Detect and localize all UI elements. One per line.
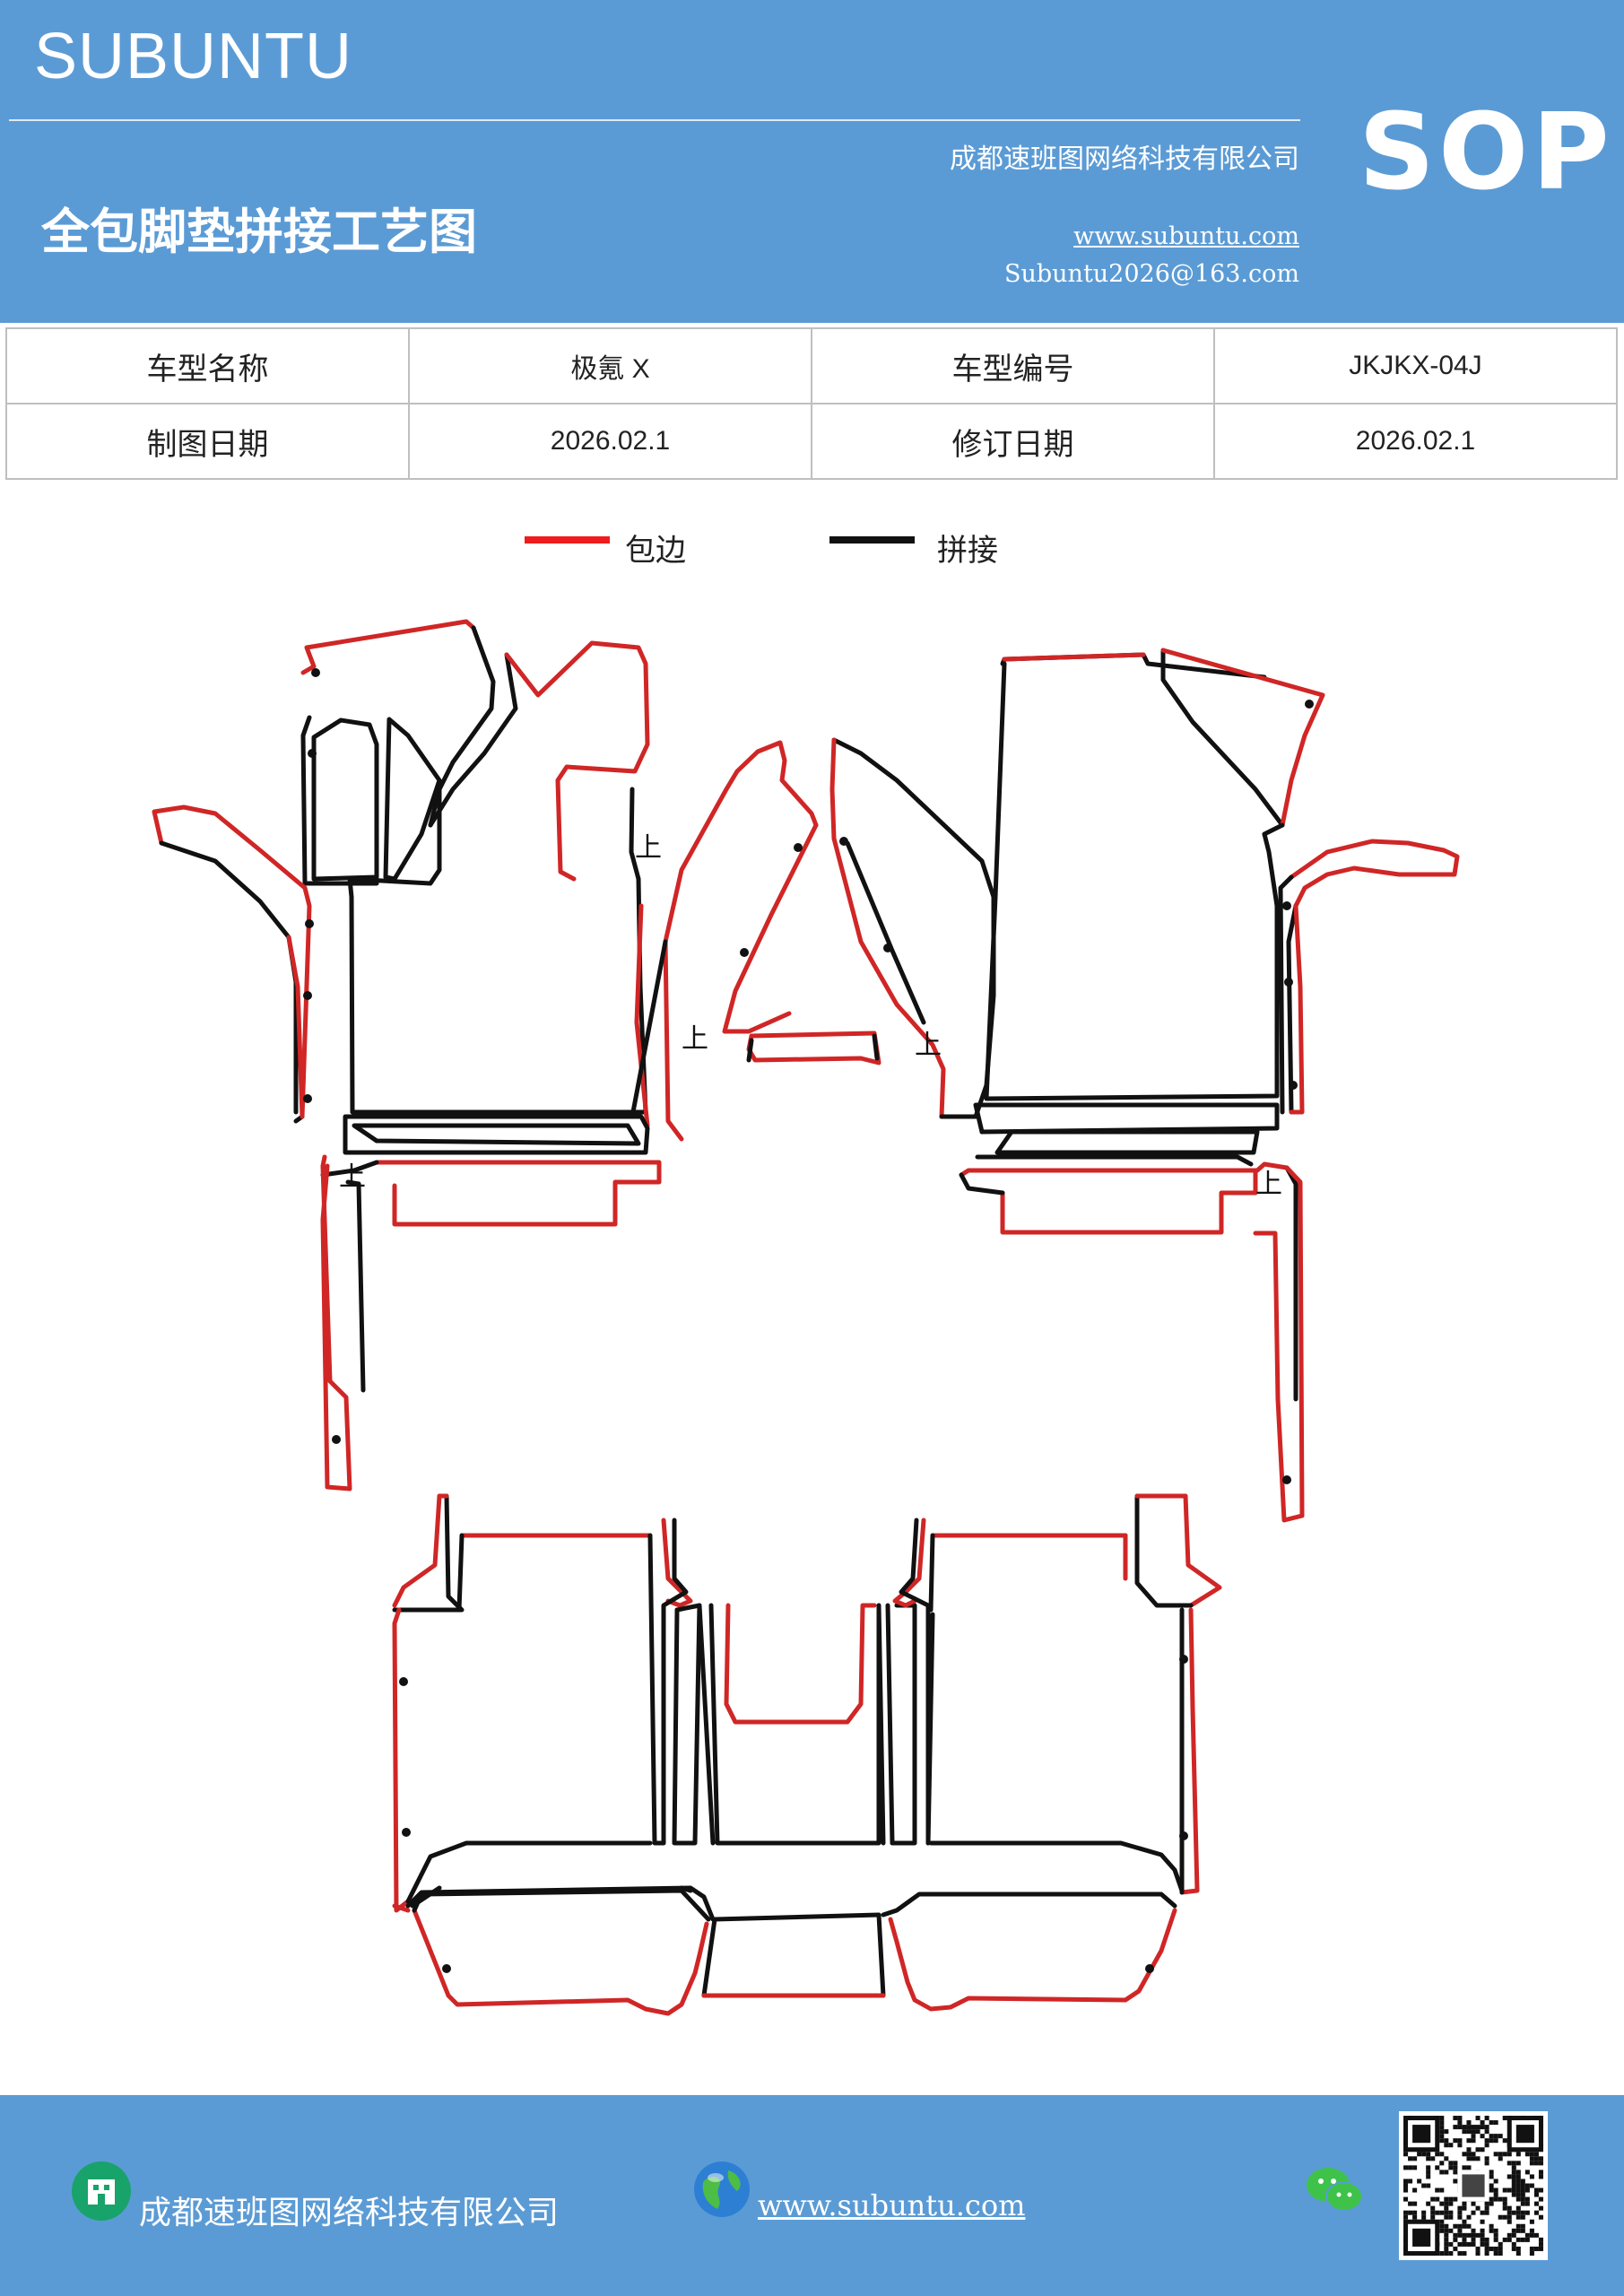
fastener-dot xyxy=(303,1094,312,1103)
fastener-dot xyxy=(1282,1475,1291,1484)
fastener-dot xyxy=(1145,1964,1154,1973)
fastener-dot xyxy=(311,668,320,677)
table-row: 车型名称 极氪 X 车型编号 JKJKX-04J xyxy=(5,327,1618,404)
up-mark: 上 xyxy=(915,1030,942,1061)
website-link[interactable]: www.subuntu.com xyxy=(1073,222,1299,250)
building-icon xyxy=(72,2161,131,2221)
up-mark: 上 xyxy=(1255,1169,1282,1200)
legend-label: 拼接 xyxy=(937,533,998,569)
fastener-dot xyxy=(402,1828,411,1837)
fastener-dot xyxy=(1179,1655,1188,1664)
qr-code-image xyxy=(1399,2111,1548,2260)
legend-swatch-seam xyxy=(829,536,915,544)
table-label: 车型名称 xyxy=(5,327,410,404)
header-divider xyxy=(9,119,1300,121)
floor-mat-diagram: 上 上 上 上 上 xyxy=(152,619,1460,2016)
fastener-dot xyxy=(1305,700,1314,709)
up-mark: 上 xyxy=(682,1023,708,1055)
up-mark: 上 xyxy=(339,1161,366,1193)
fastener-dot xyxy=(1179,1831,1188,1840)
fastener-dot xyxy=(883,944,892,952)
email-address: Subuntu2026@163.com xyxy=(1004,260,1299,288)
fastener-dot xyxy=(1289,1081,1298,1090)
table-label: 制图日期 xyxy=(5,403,410,480)
orientation-marks: 上 上 上 上 上 xyxy=(339,832,1282,1200)
fastener-dot xyxy=(308,749,317,758)
front-right-mat xyxy=(829,648,1460,1523)
header-banner: SUBUNTU SOP 全包脚垫拼接工艺图 成都速班图网络科技有限公司 www.… xyxy=(0,0,1624,323)
sop-badge: SOP xyxy=(1359,90,1613,213)
fastener-dot xyxy=(305,919,314,928)
fastener-dot xyxy=(839,837,848,846)
rear-mat xyxy=(392,1493,1222,2016)
fastener-dot xyxy=(740,948,749,957)
table-value: 2026.02.1 xyxy=(1213,403,1618,480)
fastener-dot xyxy=(1284,978,1293,987)
globe-icon xyxy=(694,2161,750,2217)
fastener-dot xyxy=(303,991,312,1000)
fastener-dot xyxy=(1282,901,1291,910)
table-value: 2026.02.1 xyxy=(408,403,812,480)
fastener-dots xyxy=(303,668,1314,1973)
vehicle-info-table: 车型名称 极氪 X 车型编号 JKJKX-04J 制图日期 2026.02.1 … xyxy=(5,327,1618,480)
fastener-dot xyxy=(332,1435,341,1444)
table-value: JKJKX-04J xyxy=(1213,327,1618,404)
fastener-dot xyxy=(442,1964,451,1973)
front-left-mat xyxy=(152,619,881,1492)
footer-banner: 成都速班图网络科技有限公司 www.subuntu.com xyxy=(0,2095,1624,2296)
footer-company: 成都速班图网络科技有限公司 xyxy=(139,2195,560,2231)
qr-code xyxy=(1399,2111,1548,2260)
table-row: 制图日期 2026.02.1 修订日期 2026.02.1 xyxy=(5,403,1618,480)
table-label: 车型编号 xyxy=(811,327,1215,404)
footer-website[interactable]: www.subuntu.com xyxy=(758,2188,1026,2222)
table-label: 修订日期 xyxy=(811,403,1215,480)
company-name: 成都速班图网络科技有限公司 xyxy=(950,144,1299,175)
up-mark: 上 xyxy=(635,832,662,864)
brand-logo: SUBUNTU xyxy=(34,21,353,92)
table-value: 极氪 X xyxy=(408,327,812,404)
wechat-icon xyxy=(1307,2168,1363,2212)
fastener-dot xyxy=(794,843,803,852)
page-title: 全包脚垫拼接工艺图 xyxy=(41,204,477,260)
fastener-dot xyxy=(399,1677,408,1686)
legend-label: 包边 xyxy=(625,533,686,569)
legend-swatch-binding xyxy=(525,536,610,544)
